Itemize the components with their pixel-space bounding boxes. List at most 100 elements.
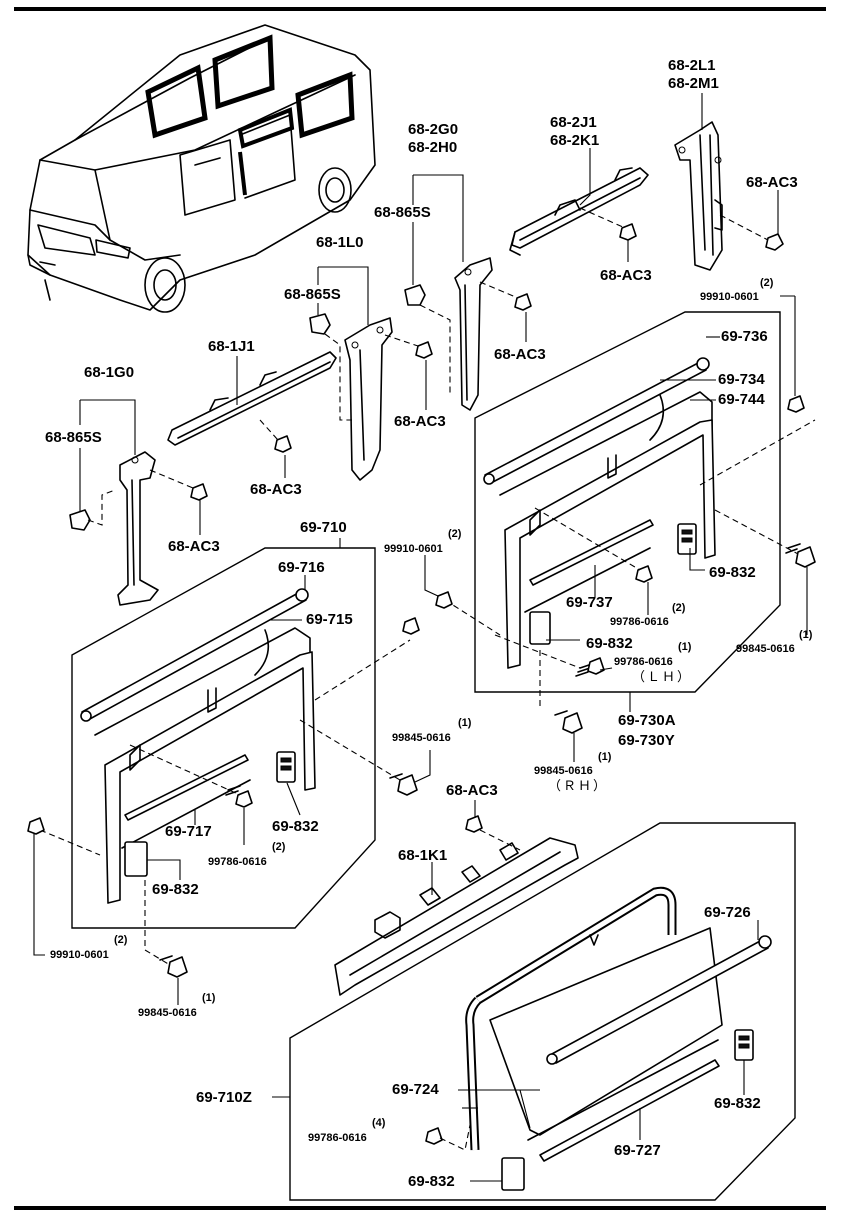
label-68-2M1: 68-2M1 bbox=[668, 75, 719, 92]
part-68-1L0-pillar bbox=[344, 317, 393, 481]
dash-line bbox=[87, 489, 116, 526]
label-rh: （ＲＨ） bbox=[548, 778, 609, 793]
top-rule bbox=[14, 7, 826, 11]
leader-line bbox=[458, 1089, 540, 1129]
label-69-832: 69-832 bbox=[152, 881, 199, 898]
label-69-710: 69-710 bbox=[300, 519, 347, 536]
clip-68-865S-a bbox=[404, 284, 426, 306]
qty-99786-0616: (2) bbox=[672, 602, 686, 614]
label-68-AC3: 68-AC3 bbox=[250, 481, 302, 498]
dash-line bbox=[714, 509, 801, 556]
leader-line bbox=[33, 834, 45, 956]
label-68-1G0: 68-1G0 bbox=[84, 364, 135, 381]
qty-99910-0601: (2) bbox=[760, 277, 774, 289]
label-68-2L1: 68-2L1 bbox=[668, 57, 716, 74]
label-69-744: 69-744 bbox=[718, 391, 765, 408]
dash-line bbox=[579, 207, 626, 229]
bolt-68-AC3-b bbox=[619, 223, 637, 241]
part-68-1J1-rail bbox=[167, 351, 337, 446]
dash-line bbox=[444, 599, 501, 636]
label-69-724: 69-724 bbox=[392, 1081, 439, 1098]
dash-line bbox=[384, 334, 419, 347]
qty-99845-0616: (1) bbox=[598, 751, 612, 763]
qty-99845-0616: (1) bbox=[458, 717, 472, 729]
qty-99910-0601: (2) bbox=[448, 528, 462, 540]
part-68-1G0-pillar bbox=[117, 451, 159, 606]
bolt-68-AC3-d bbox=[415, 341, 433, 359]
label-99786-0616: 99786-0616 bbox=[610, 616, 669, 628]
label-99845-0616: 99845-0616 bbox=[138, 1007, 197, 1019]
assembly-box-69-710 bbox=[71, 547, 376, 929]
label-99910-0601: 99910-0601 bbox=[700, 291, 759, 303]
part-68-2J1-rail bbox=[509, 167, 649, 256]
label-69-716: 69-716 bbox=[278, 559, 325, 576]
dash-line bbox=[144, 880, 171, 966]
label-68-AC3: 68-AC3 bbox=[168, 538, 220, 555]
label-99786-0616: 99786-0616 bbox=[308, 1132, 367, 1144]
label-69-730Y: 69-730Y bbox=[618, 732, 675, 749]
label-68-2H0: 68-2H0 bbox=[408, 139, 458, 156]
part-68-1K1-rail bbox=[334, 837, 579, 996]
label-68-1K1: 68-1K1 bbox=[398, 847, 448, 864]
dash-line bbox=[439, 1124, 471, 1151]
label-99845-0616: 99845-0616 bbox=[392, 732, 451, 744]
dash-line bbox=[479, 829, 521, 851]
bolt-68-AC3-tr bbox=[765, 233, 784, 251]
label-69-832: 69-832 bbox=[714, 1095, 761, 1112]
qty-99910-0601: (2) bbox=[114, 934, 128, 946]
label-69-832: 69-832 bbox=[709, 564, 756, 581]
label-99845-0616: 99845-0616 bbox=[534, 765, 593, 777]
label-99845-0616: 99845-0616 bbox=[736, 643, 795, 655]
leader-line bbox=[147, 859, 181, 880]
fastener-99910-b bbox=[402, 591, 453, 635]
dash-line bbox=[419, 304, 451, 395]
label-69-734: 69-734 bbox=[718, 371, 765, 388]
label-68-AC3: 68-AC3 bbox=[600, 267, 652, 284]
label-68-AC3: 68-AC3 bbox=[494, 346, 546, 363]
bottom-rule bbox=[14, 1206, 826, 1210]
leader-line bbox=[412, 174, 464, 262]
leader-line bbox=[579, 148, 591, 206]
fastener-99845-c bbox=[389, 773, 418, 796]
label-69-832: 69-832 bbox=[408, 1173, 455, 1190]
label-99910-0601: 99910-0601 bbox=[384, 543, 443, 555]
label-69-726: 69-726 bbox=[704, 904, 751, 921]
dash-line bbox=[699, 419, 816, 486]
dash-line bbox=[534, 507, 641, 571]
fastener-99910-c bbox=[27, 817, 45, 835]
leader-line bbox=[780, 295, 796, 396]
bolt-68-AC3-g bbox=[465, 815, 483, 833]
bolt-68-AC3-c bbox=[514, 293, 532, 311]
label-99786-0616: 99786-0616 bbox=[614, 656, 673, 668]
leader-line bbox=[599, 667, 613, 671]
leader-line bbox=[414, 750, 431, 783]
label-lh: （ＬＨ） bbox=[632, 669, 693, 684]
label-69-727: 69-727 bbox=[614, 1142, 661, 1159]
label-69-717: 69-717 bbox=[165, 823, 212, 840]
fastener-99845-b bbox=[554, 710, 583, 734]
label-68-AC3: 68-AC3 bbox=[394, 413, 446, 430]
label-68-865S: 68-865S bbox=[45, 429, 102, 446]
leader-line bbox=[317, 266, 369, 325]
fastener-99910-a bbox=[787, 395, 805, 413]
label-69-832: 69-832 bbox=[586, 635, 633, 652]
qty-99786-0616: (2) bbox=[272, 841, 286, 853]
fastener-99845-d bbox=[159, 955, 188, 978]
label-69-710Z: 69-710Z bbox=[196, 1089, 252, 1106]
label-68-865S: 68-865S bbox=[284, 286, 341, 303]
part-68-2L1-pillar bbox=[674, 121, 723, 271]
leader-line bbox=[79, 399, 136, 455]
bolt-68-AC3-f bbox=[190, 483, 208, 501]
label-99786-0616: 99786-0616 bbox=[208, 856, 267, 868]
clip-68-865S-b bbox=[309, 313, 331, 335]
assembly-box-69-710Z bbox=[289, 822, 796, 1201]
leader-line bbox=[689, 548, 705, 571]
label-68-2J1: 68-2J1 bbox=[550, 114, 597, 131]
label-68-865S: 68-865S bbox=[374, 204, 431, 221]
dash-line bbox=[129, 744, 241, 796]
clip-68-865S-c bbox=[69, 509, 91, 531]
qty-99845-0616: (1) bbox=[799, 629, 813, 641]
leader-line bbox=[286, 782, 301, 816]
dash-line bbox=[259, 419, 279, 441]
